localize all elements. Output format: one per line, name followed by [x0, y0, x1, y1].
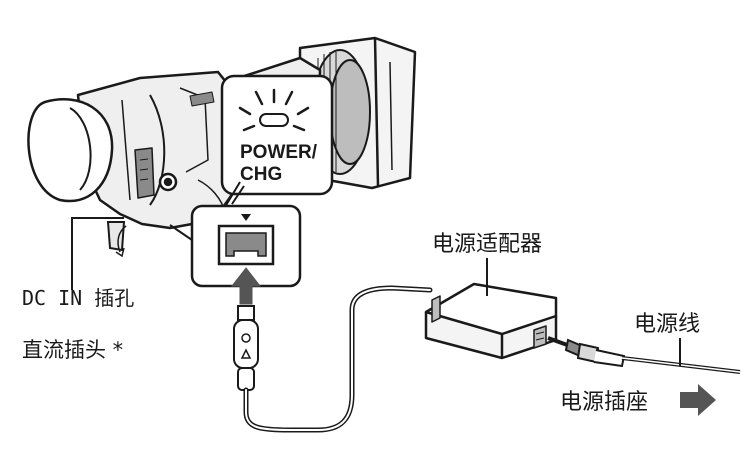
ac-adaptor [424, 282, 558, 360]
dc-in-jack-label: DC IN 插孔 [22, 286, 135, 310]
dc-in-jack-socket-icon [217, 224, 275, 266]
power-chg-callout: POWER/ CHG [220, 74, 334, 213]
ac-adaptor-label: 电源适配器 [432, 232, 543, 257]
power-chg-label-line1: POWER/ [240, 142, 318, 163]
dc-in-leader-line [71, 217, 124, 290]
dc-plug [233, 305, 259, 391]
dc-in-jack-callout [169, 204, 302, 288]
power-cord-label: 电源线 [634, 312, 701, 337]
power-chg-lamp [259, 113, 289, 127]
power-chg-label-line2: CHG [240, 164, 282, 185]
dc-cable [243, 285, 433, 433]
wall-outlet-label: 电源插座 [560, 390, 649, 415]
power-cord [547, 336, 741, 374]
dc-plug-label: 直流插头 * [22, 338, 124, 362]
camcorder-eyecup [27, 98, 114, 203]
insert-arrow-icon [230, 267, 262, 305]
jack-cover-flap [106, 221, 127, 258]
wall-outlet-arrow-icon [680, 384, 716, 416]
lamp-glow-rays-icon [238, 88, 310, 132]
